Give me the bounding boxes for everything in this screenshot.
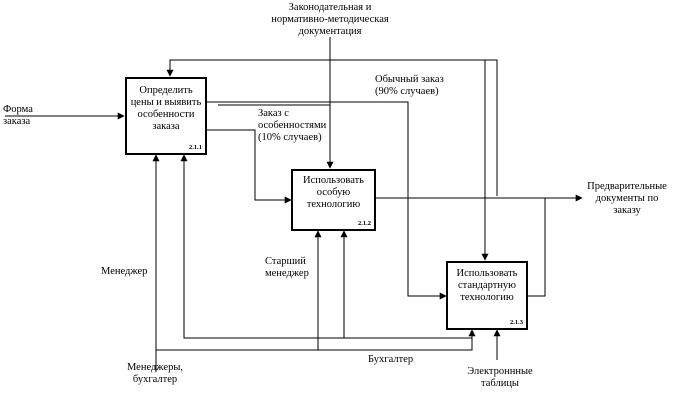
arrow-regular-order — [206, 101, 447, 300]
activity-box-2-1-3: Использовать стандартную технологию 2.1.… — [446, 261, 528, 330]
box1-line2: цены и выявить — [130, 97, 202, 108]
box3-number: 2.1.3 — [510, 319, 523, 326]
box1-line3: особенности — [137, 109, 195, 120]
box3-line3: технологию — [460, 292, 514, 303]
arrow-accountant-mech — [156, 329, 476, 351]
box2-line2: особую — [316, 187, 351, 198]
box2-line3: технологию — [306, 199, 361, 210]
label-mechanism-manager: Менеджер — [101, 266, 148, 277]
activity-box-2-1-2: Использовать особую технологию 2.1.2 — [291, 169, 376, 231]
box1-line4: заказа — [152, 121, 180, 132]
box2-line1: Использовать — [303, 175, 364, 186]
box3-line1: Использовать — [456, 268, 518, 279]
arrow-special-order — [206, 129, 292, 204]
label-special-order: Заказ с особенностями (10% случаев) — [258, 108, 327, 143]
box1-line1: Определить — [139, 85, 193, 96]
activity-box-2-1-1: Определить цены и выявить особенности за… — [125, 77, 207, 155]
label-mechanism-managers-accountant: Менеджеры, бухгалтер — [126, 362, 184, 385]
label-control-documentation: Законодательная и нормативно-методическа… — [271, 2, 389, 37]
label-regular-order: Обычный заказ (90% случаев) — [375, 74, 444, 97]
label-mechanism-accountant: Бухгалтер — [368, 354, 414, 365]
label-mechanism-senior-manager: Старший менеджер — [265, 256, 309, 279]
label-input-order-form: Форма заказа — [3, 104, 33, 127]
box3-line2: стандартную — [457, 280, 517, 291]
label-output-documents: Предварительные документы по заказу — [587, 181, 667, 216]
arrow-feedback-loop — [166, 59, 498, 196]
label-mechanism-spreadsheets: Электроннные таблицы — [467, 366, 533, 389]
arrow-box3-output — [527, 198, 546, 297]
box2-number: 2.1.2 — [358, 220, 371, 227]
box1-number: 2.1.1 — [189, 144, 202, 151]
